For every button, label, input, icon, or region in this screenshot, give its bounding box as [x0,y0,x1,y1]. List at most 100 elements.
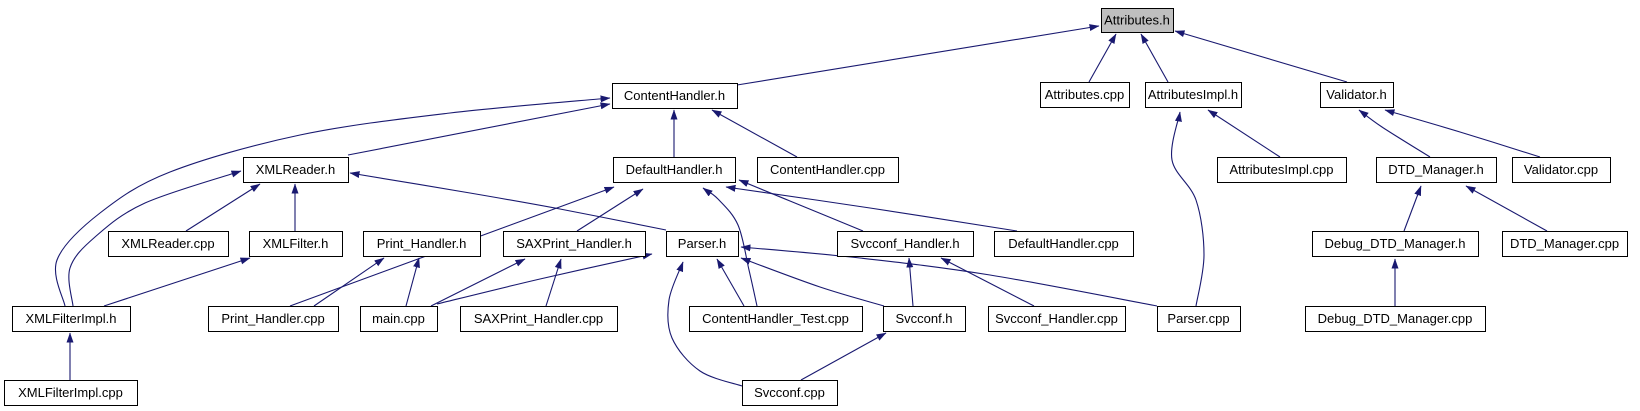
node-label: Svcconf.h [895,311,952,326]
node-label: Attributes.cpp [1045,87,1125,102]
node-box [1145,82,1242,108]
node-label: Parser.h [678,236,726,251]
graph-node-attributes_cpp[interactable]: Attributes.cpp [1040,82,1130,108]
node-box [757,157,899,183]
edge-attributesimpl_h-to-attributes_h [1140,33,1169,83]
node-box [883,306,966,332]
edge-parser_cpp-to-parser_h [740,244,1158,307]
node-label: DefaultHandler.cpp [1008,236,1119,251]
node-box [208,306,339,332]
graph-node-xmlfilterimpl_h[interactable]: XMLFilterImpl.h [12,306,131,332]
node-label: AttributesImpl.cpp [1229,162,1333,177]
node-box [1320,82,1394,108]
edge-parser_h-to-xmlreader_h [349,171,667,231]
edge-contenthandler_cpp-to-contenthandler_h [711,109,798,158]
edge-layer [55,24,1548,387]
node-label: SAXPrint_Handler.h [516,236,632,251]
node-box [503,231,646,257]
graph-node-contenthandler_test_cpp[interactable]: ContentHandler_Test.cpp [689,306,863,332]
node-label: Debug_DTD_Manager.cpp [1318,311,1473,326]
node-box [742,380,838,406]
edge-xmlfilterimpl_h-to-contenthandler_h [55,95,611,307]
edge-validator_cpp-to-validator_h [1384,109,1541,158]
edge-main_cpp-to-parser_h [436,252,653,305]
graph-node-svcconf_cpp[interactable]: Svcconf.cpp [742,380,838,406]
node-label: SAXPrint_Handler.cpp [474,311,603,326]
graph-node-attributes_h[interactable]: Attributes.h [1101,8,1174,33]
node-box [1040,82,1130,108]
graph-node-xmlreader_cpp[interactable]: XMLReader.cpp [108,231,229,257]
node-box [1305,306,1486,332]
graph-node-print_handler_h[interactable]: Print_Handler.h [363,231,481,257]
edge-xmlreader_cpp-to-xmlreader_h [185,183,261,232]
node-label: XMLFilter.h [263,236,329,251]
node-label: DTD_Manager.h [1388,162,1483,177]
edge-dtd_manager_h-to-validator_h [1358,109,1431,158]
node-box [460,306,618,332]
graph-node-xmlfilter_h[interactable]: XMLFilter.h [249,231,343,257]
node-label: DefaultHandler.h [626,162,723,177]
graph-node-defaulthandler_h[interactable]: DefaultHandler.h [613,157,736,183]
node-box [1157,306,1241,332]
node-label: Svcconf_Handler.h [850,236,959,251]
node-label: Debug_DTD_Manager.h [1325,236,1466,251]
node-label: ContentHandler.cpp [770,162,885,177]
node-box [666,231,739,257]
graph-node-contenthandler_h[interactable]: ContentHandler.h [612,83,738,109]
edge-svcconf_h-to-parser_h [740,257,885,307]
graph-node-svcconf_h[interactable]: Svcconf.h [883,306,966,332]
graph-node-parser_cpp[interactable]: Parser.cpp [1157,306,1241,332]
edge-xmlfilterimpl_h-to-xmlfilter_h [103,257,251,307]
graph-node-contenthandler_cpp[interactable]: ContentHandler.cpp [757,157,899,183]
graph-node-svcconf_handler_h[interactable]: Svcconf_Handler.h [837,231,974,257]
graph-node-attributesimpl_h[interactable]: AttributesImpl.h [1145,82,1242,108]
node-box [613,157,736,183]
graph-node-dtd_manager_h[interactable]: DTD_Manager.h [1376,157,1497,183]
node-box [1312,231,1479,257]
edge-contenthandler_test_cpp-to-defaulthandler_h [702,187,758,307]
node-label: XMLFilterImpl.h [25,311,116,326]
node-box [837,231,974,257]
edge-dtd_manager_cpp-to-dtd_manager_h [1465,185,1548,232]
node-label: ContentHandler_Test.cpp [702,311,849,326]
graph-node-saxprint_handler_h[interactable]: SAXPrint_Handler.h [503,231,646,257]
graph-node-main_cpp[interactable]: main.cpp [360,306,438,332]
graph-node-print_handler_cpp[interactable]: Print_Handler.cpp [208,306,339,332]
edge-attributes_cpp-to-attributes_h [1088,33,1117,83]
node-label: Attributes.h [1104,13,1170,28]
graph-node-svcconf_handler_cpp[interactable]: Svcconf_Handler.cpp [988,306,1126,332]
node-label: main.cpp [372,311,425,326]
node-label: AttributesImpl.h [1148,87,1238,102]
node-label: ContentHandler.h [624,88,725,103]
graph-node-parser_h[interactable]: Parser.h [666,231,739,257]
edge-svcconf_handler_h-to-defaulthandler_h [738,179,864,232]
graph-node-xmlreader_h[interactable]: XMLReader.h [243,157,349,183]
edge-main_cpp-to-print_handler_h [405,257,420,307]
graph-node-debug_dtd_manager_cpp[interactable]: Debug_DTD_Manager.cpp [1305,306,1486,332]
edge-svcconf_handler_cpp-to-svcconf_handler_h [940,257,1035,307]
graph-node-validator_cpp[interactable]: Validator.cpp [1512,157,1611,183]
edge-debug_dtd_manager_h-to-dtd_manager_h [1403,185,1422,232]
node-box [243,157,349,183]
edge-svcconf_h-to-svcconf_handler_h [906,257,914,307]
edge-parser_cpp-to-attributesimpl_h [1170,111,1205,307]
node-box [988,306,1126,332]
graph-node-attributesimpl_cpp[interactable]: AttributesImpl.cpp [1217,157,1347,183]
node-label: Validator.h [1326,87,1386,102]
node-box [1502,231,1628,257]
edge-print_handler_cpp-to-print_handler_h [313,257,385,307]
graph-node-xmlfilterimpl_cpp[interactable]: XMLFilterImpl.cpp [4,380,138,406]
graph-node-validator_h[interactable]: Validator.h [1320,82,1394,108]
edge-contenthandler_test_cpp-to-parser_h [716,258,745,307]
graph-node-dtd_manager_cpp[interactable]: DTD_Manager.cpp [1502,231,1628,257]
node-label: XMLReader.cpp [121,236,214,251]
graph-node-debug_dtd_manager_h[interactable]: Debug_DTD_Manager.h [1312,231,1479,257]
node-box [249,231,343,257]
node-box [360,306,438,332]
node-label: Validator.cpp [1524,162,1598,177]
node-box [994,231,1134,257]
graph-node-saxprint_handler_cpp[interactable]: SAXPrint_Handler.cpp [460,306,618,332]
graph-node-defaulthandler_cpp[interactable]: DefaultHandler.cpp [994,231,1134,257]
